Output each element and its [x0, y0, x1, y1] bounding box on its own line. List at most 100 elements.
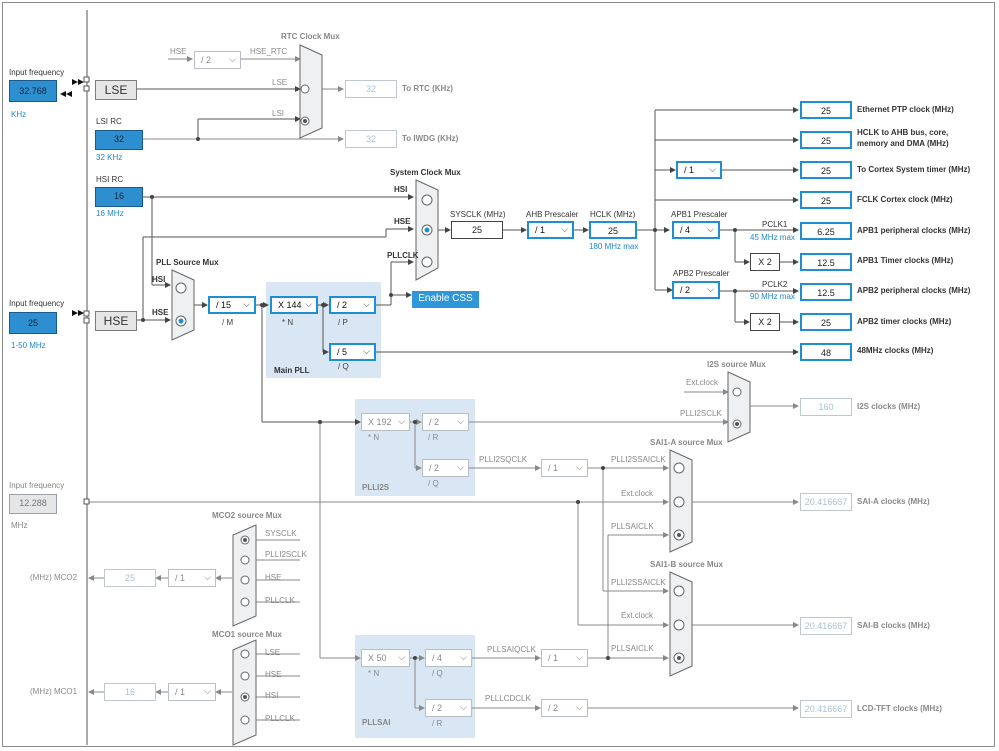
out-48mhz-label: 48MHz clocks (MHz) — [857, 346, 934, 355]
out-apb1t-label: APB1 Timer clocks (MHz) — [857, 256, 954, 265]
chevron-down-icon: ⌵ — [363, 346, 370, 356]
saia-title: SAI1-A source Mux — [650, 438, 723, 447]
rtc-lse-in: LSE — [272, 78, 288, 87]
main-pll-title: Main PLL — [274, 366, 310, 375]
rtc-output-value: 32 — [345, 80, 397, 98]
pllsai-n[interactable]: X 50⌵ — [361, 649, 410, 667]
lsi-value: 32 — [95, 130, 143, 150]
i2s-mux — [727, 371, 751, 443]
apb1-value: / 4 — [680, 225, 691, 235]
apb2-label: APB2 Prescaler — [673, 269, 730, 278]
hse-button[interactable]: HSE — [95, 311, 137, 331]
mco1-in1: LSE — [265, 648, 281, 657]
chevron-down-icon: ⌵ — [457, 462, 464, 472]
cortex-divider[interactable]: / 1⌵ — [676, 161, 722, 179]
rtc-hse-in: HSE — [170, 47, 187, 56]
apb2-prescaler[interactable]: / 2⌵ — [672, 281, 720, 299]
rtc-mux — [299, 44, 323, 139]
mco1-div[interactable]: / 1⌵ — [168, 683, 216, 701]
enable-css-button[interactable]: Enable CSS — [412, 291, 479, 308]
out-hclk-value: 25 — [800, 131, 852, 149]
chevron-down-icon: ⌵ — [398, 416, 405, 426]
chevron-down-icon: ⌵ — [460, 702, 467, 712]
i2s-output-label: I2S clocks (MHz) — [857, 402, 921, 411]
ahb-prescaler[interactable]: / 1⌵ — [527, 221, 574, 239]
pllsaiq-div[interactable]: / 1 ⌵ — [541, 649, 588, 667]
plli2s-title: PLLI2S — [362, 483, 390, 492]
plli2sq-div[interactable]: / 1⌵ — [541, 459, 588, 477]
pclk2-max: 90 MHz max — [750, 292, 795, 301]
hclk-label: HCLK (MHz) — [590, 210, 636, 219]
pllsai-q-label: / Q — [432, 669, 443, 678]
mco1-in3: HSI — [265, 691, 279, 700]
apb1-prescaler[interactable]: / 4 ⌵ — [672, 221, 720, 239]
plllcd-div-value: / 2 — [548, 703, 559, 713]
out-apb1p-value: 6.25 — [800, 222, 852, 240]
chevron-down-icon: ⌵ — [204, 686, 211, 696]
saia-in1: PLLI2SSAICLK — [611, 455, 666, 464]
mco1-in2: HSE — [265, 670, 282, 679]
mco2-label: (MHz) MCO2 — [30, 573, 78, 582]
saia-output-label: SAI-A clocks (MHz) — [857, 497, 930, 506]
mco2-div[interactable]: / 1⌵ — [168, 569, 216, 587]
saia-in3: PLLSAICLK — [611, 522, 654, 531]
out-ethernet-label: Ethernet PTP clock (MHz) — [857, 105, 954, 114]
pll-src-hse: HSE — [152, 308, 169, 317]
pllsai-q-value: / 4 — [432, 653, 443, 663]
hse-input-value[interactable]: 25 — [9, 312, 57, 334]
i2s-plli2sclk: PLLI2SCLK — [680, 409, 722, 418]
hsi-value: 16 — [95, 187, 143, 207]
pll-n-multiplier[interactable]: X 144⌵ — [270, 296, 318, 314]
plli2sqclk-label: PLLI2SQCLK — [479, 455, 528, 464]
plli2s-n[interactable]: X 192⌵ — [361, 413, 410, 431]
chevron-down-icon: ⌵ — [707, 284, 714, 294]
iwdg-output-label: To IWDG (KHz) — [402, 134, 459, 143]
pllsai-r[interactable]: / 2 ⌵ — [425, 699, 472, 717]
hclk-max: 180 MHz max — [589, 242, 639, 251]
mco1-mux — [232, 639, 257, 746]
pll-q-divider[interactable]: / 5⌵ — [329, 343, 376, 361]
cortex-div-value: / 1 — [684, 165, 695, 175]
pll-m-value: / 15 — [216, 300, 232, 310]
chevron-down-icon: ⌵ — [363, 299, 370, 309]
chevron-down-icon: ⌵ — [707, 224, 714, 234]
saib-in2: Ext.clock — [621, 611, 654, 620]
rtc-div-value: / 2 — [201, 55, 212, 65]
mco2-value: 25 — [104, 569, 156, 587]
plli2s-q-label: / Q — [428, 479, 439, 488]
out-48mhz-value: 48 — [800, 343, 852, 361]
pllsai-q[interactable]: / 4 ⌵ — [425, 649, 472, 667]
pllsaiq-div-value: / 1 — [548, 653, 559, 663]
plli2s-q[interactable]: / 2⌵ — [422, 459, 469, 477]
out-apb1p-label: APB1 peripheral clocks (MHz) — [857, 226, 971, 235]
ext-input-value[interactable]: 12.288 — [9, 494, 57, 514]
pclk1-max: 45 MHz max — [750, 233, 795, 242]
pll-p-divider[interactable]: / 2 ⌵ — [329, 296, 376, 314]
mco2-mux — [232, 524, 257, 627]
lse-button[interactable]: LSE — [95, 80, 137, 100]
hclk-value[interactable]: 25 — [589, 221, 637, 239]
pll-m-divider[interactable]: / 15⌵ — [208, 296, 256, 314]
rtc-hse-divider[interactable]: / 2⌵ — [194, 51, 241, 69]
apb2-x2: X 2 — [750, 313, 780, 331]
chevron-down-icon: ⌵ — [576, 652, 583, 662]
pllsai-r-value: / 2 — [432, 703, 443, 713]
i2s-output-value: 160 — [800, 398, 852, 416]
mco2-in3: HSE — [265, 573, 282, 582]
chevron-down-icon: ⌵ — [460, 652, 467, 662]
plllcdclk-label: PLLLCDCLK — [485, 694, 531, 703]
pclk2-label: PCLK2 — [762, 280, 788, 289]
out-apb2t-label: APB2 timer clocks (MHz) — [857, 317, 952, 326]
lse-unit: KHz — [11, 110, 27, 119]
plli2s-n-label: * N — [368, 433, 380, 442]
rtc-lsi-in: LSI — [272, 109, 285, 118]
plli2s-r[interactable]: / 2⌵ — [422, 413, 469, 431]
mco2-in1: SYSCLK — [265, 529, 297, 538]
saib-output-value: 20.416667 — [800, 617, 852, 635]
rtc-mux-title: RTC Clock Mux — [281, 32, 340, 41]
lsi-title: LSI RC — [96, 117, 122, 126]
pllsai-n-value: X 50 — [368, 653, 387, 663]
lse-input-value[interactable]: 32.768 — [9, 80, 57, 102]
pll-p-value: / 2 — [337, 300, 348, 310]
plllcd-div[interactable]: / 2⌵ — [541, 699, 588, 717]
